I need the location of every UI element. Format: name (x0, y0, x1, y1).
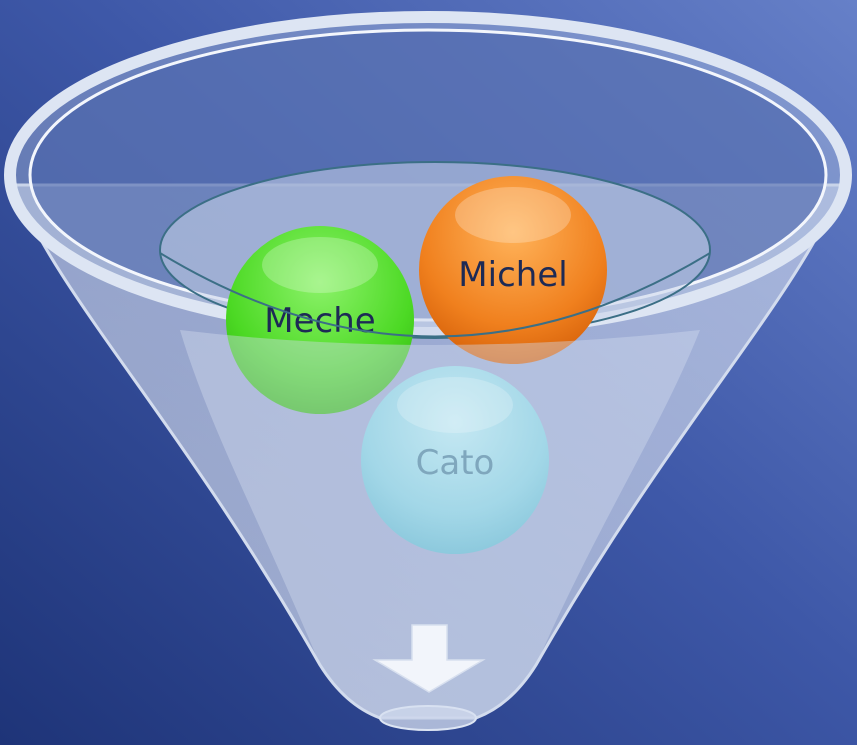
down-arrow-icon (372, 624, 486, 693)
item-meche: Meche (226, 226, 414, 414)
item-michel: Michel (419, 176, 607, 364)
meche-circle (226, 226, 414, 414)
michel-circle (419, 176, 607, 364)
michel-highlight (455, 187, 571, 243)
michel-label: Michel (458, 255, 567, 295)
cato-circle (361, 366, 549, 554)
cato-highlight (397, 377, 513, 433)
cato-label: Cato (416, 443, 495, 483)
meche-highlight (262, 237, 378, 293)
item-cato: Cato (361, 366, 549, 554)
